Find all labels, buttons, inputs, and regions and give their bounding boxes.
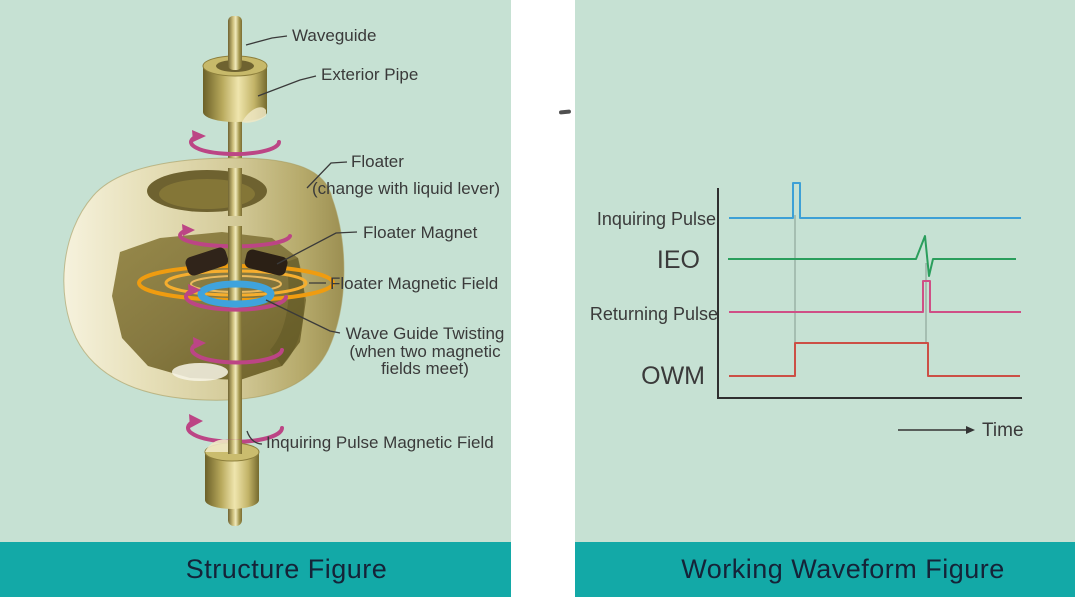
bottom-cylinder	[204, 439, 260, 509]
inquiring-pulse-series-label: Inquiring Pulse	[597, 209, 716, 229]
floater-magnet-label: Floater Magnet	[363, 223, 478, 242]
waveform-caption: Working Waveform Figure	[681, 554, 1005, 584]
owm-waveform	[729, 342, 1020, 377]
time-axis-arrow	[898, 426, 975, 434]
magnetic-field-arrow-middle	[184, 284, 288, 312]
waveform-panel: Inquiring Pulse IEO Returning Pulse OWM …	[575, 0, 1075, 597]
floater-label: Floater	[351, 152, 404, 171]
magnetic-field-arrow-lower-inside	[190, 337, 284, 365]
exterior-pipe-cylinder	[202, 16, 268, 123]
ieo-series-label: IEO	[657, 246, 700, 274]
ieo-waveform	[728, 235, 1016, 277]
gutter-dash-mark	[558, 109, 572, 115]
waveform-caption-banner: Working Waveform Figure	[575, 542, 1075, 597]
floater-magnets	[185, 247, 288, 276]
owm-series-label: OWM	[641, 362, 705, 390]
waveguide-twisting-ring	[197, 280, 275, 308]
floater-magnetic-field-label: Floater Magnetic Field	[330, 274, 498, 293]
twisting-label-line1: Wave Guide Twisting	[346, 324, 505, 343]
returning-pulse-waveform	[729, 280, 1021, 313]
structure-panel: Waveguide Exterior Pipe Floater (change …	[0, 0, 511, 597]
structure-caption: Structure Figure	[185, 554, 388, 584]
twisting-label-line3: fields meet)	[381, 359, 469, 378]
returning-pulse-series-label: Returning Pulse	[590, 304, 718, 324]
structure-caption-banner: Structure Figure	[0, 542, 511, 597]
waveguide-label: Waveguide	[292, 26, 376, 45]
chart-axes	[717, 188, 1022, 399]
arrow-right-icon	[966, 426, 975, 434]
waveform-figure: Inquiring Pulse IEO Returning Pulse OWM …	[590, 182, 1024, 441]
magnetic-field-arrow-top	[189, 130, 282, 157]
inquiring-pulse-waveform	[729, 182, 1021, 219]
leader-lines	[245, 35, 358, 445]
exterior-pipe-label: Exterior Pipe	[321, 65, 418, 84]
time-label: Time	[982, 420, 1024, 441]
inquiring-pulse-field-label: Inquiring Pulse Magnetic Field	[266, 433, 494, 452]
twisting-label-line2: (when two magnetic	[349, 342, 501, 361]
floater-note-label: (change with liquid lever)	[312, 179, 500, 198]
waveguide-rod-inner	[228, 226, 242, 402]
time-guide-lines	[794, 215, 927, 343]
structure-illustration: Waveguide Exterior Pipe Floater (change …	[63, 16, 505, 526]
magnetic-field-arrow-upper-inside	[178, 224, 292, 249]
